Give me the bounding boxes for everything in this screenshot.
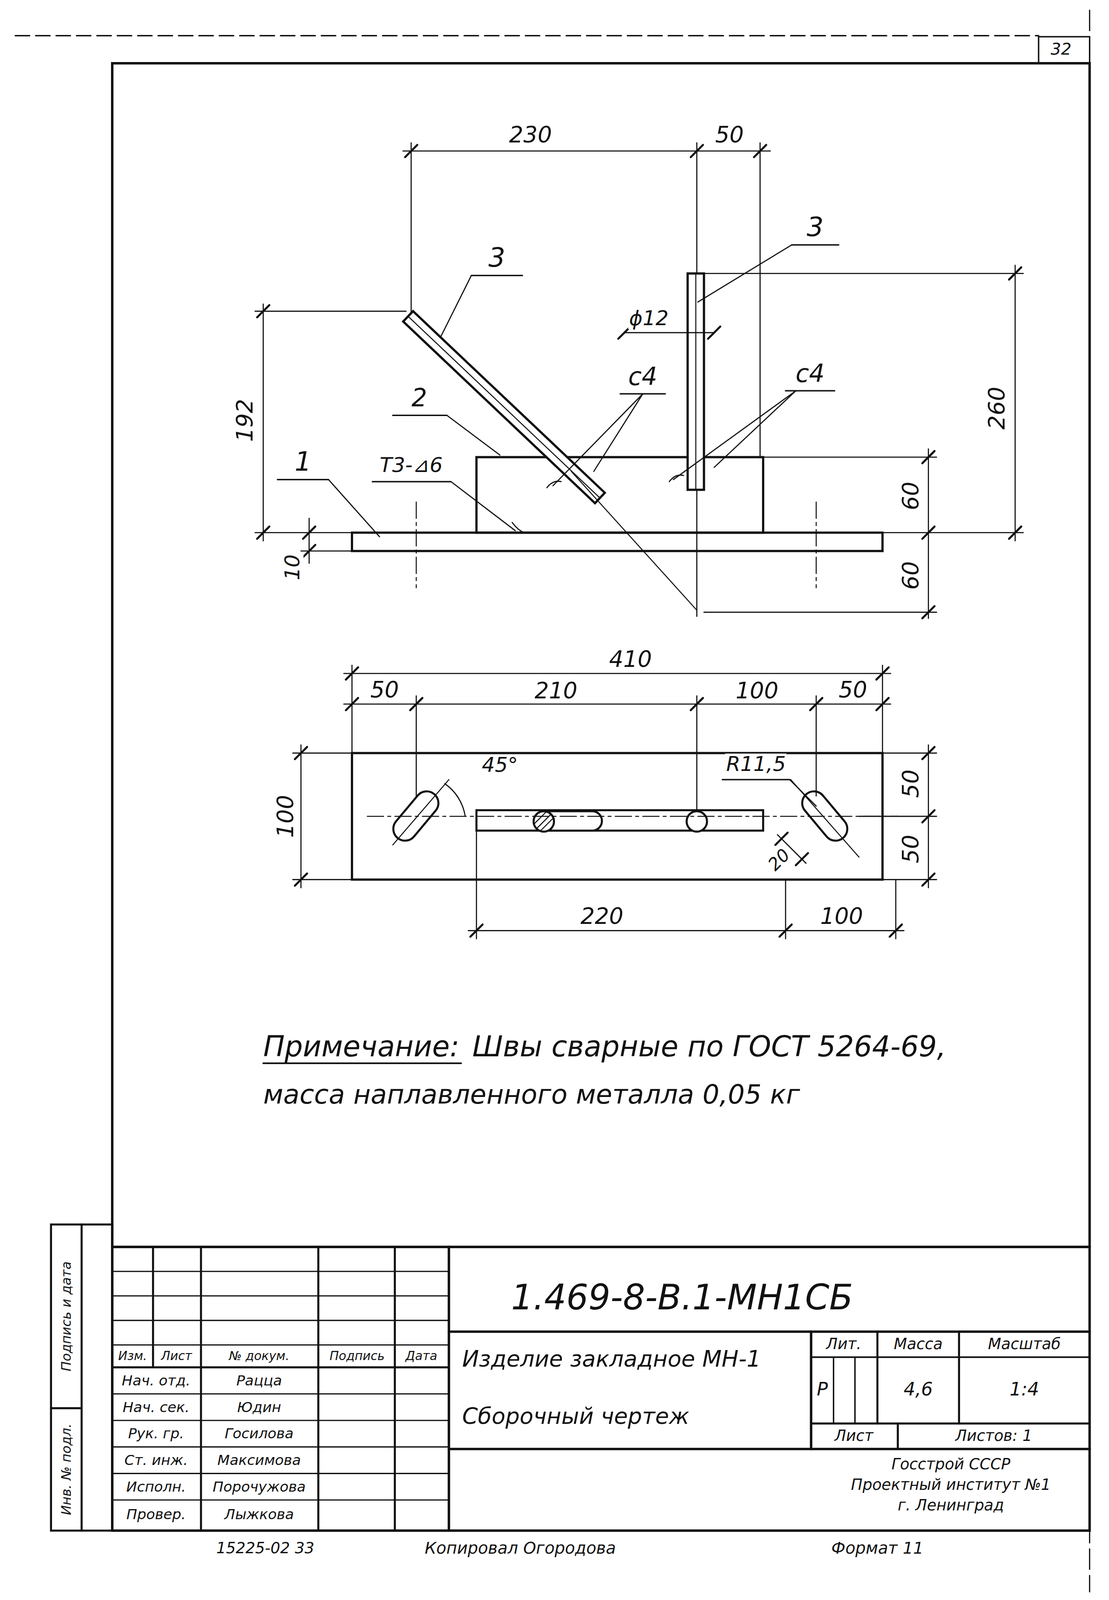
footer-text: 15225-02 33 [215,1540,316,1557]
table-header: Масштаб [987,1336,1062,1353]
organization: Госстрой СССР [890,1456,1012,1473]
table-header: Лист [159,1349,194,1362]
dimension: 10 [282,553,304,582]
footer-text: Копировал Огородова [423,1540,617,1558]
dimension: 260 [984,385,1009,431]
table-header: Листов: 1 [954,1428,1034,1445]
name-cell: Максимова [216,1452,302,1468]
drawing-code: 1.469-8-В.1-МН1СБ [509,1279,854,1316]
organization: Проектный институт №1 [849,1477,1052,1494]
dimension: 60 [899,560,923,591]
dimension: R11,5 [725,753,787,775]
dimension-tick [779,924,792,937]
callout-number: 3 [487,244,506,273]
dimension: 410 [608,647,654,671]
dimension-tick [346,667,359,680]
dimension: 210 [533,679,579,703]
role-cell: Ст. инж. [123,1452,189,1468]
table-header: Изм. [117,1349,149,1362]
dimension-tick [876,667,889,680]
weld-mark: с4 [627,364,659,391]
dimension: 20 [764,845,795,875]
table-header: Лит. [824,1336,863,1353]
table-header: Лист [833,1428,875,1445]
margin-label: Инв. № подл. [59,1422,74,1516]
dimension: ϕ12 [628,307,670,330]
dimension: 100 [273,793,298,839]
dimension: 50 [713,122,745,147]
margin-label: Подпись и дата [59,1260,74,1373]
note-text: масса наплавленного металла 0,05 кг [262,1080,801,1109]
name-cell: Порочужова [211,1479,307,1494]
table-header: № докум. [228,1349,291,1362]
role-cell: Нач. сек. [121,1399,191,1415]
callout-number: 3 [805,213,825,242]
dimension-tick [690,145,704,158]
dimension: 50 [837,677,869,702]
dimension-tick [922,746,935,759]
dimension-tick [876,697,889,711]
dimension-tick [256,304,270,318]
dimension-tick [922,526,935,539]
table-cell: 1:4 [1008,1379,1040,1400]
dimension-tick [775,832,788,845]
dimension-tick [922,606,935,619]
role-cell: Исполн. [125,1479,188,1494]
note-heading: Примечание: [262,1031,461,1062]
table-header: Масса [892,1336,944,1353]
dimension: 100 [734,679,780,703]
item-title: Изделие закладное МН-1 [460,1347,762,1371]
dimension-tick [470,924,483,937]
role-cell: Рук. гр. [127,1425,186,1441]
dimension-tick [795,852,808,866]
dimension-tick [810,697,823,711]
name-cell: Рацца [235,1372,284,1388]
dimension: 50 [899,833,923,865]
dimension-tick [922,873,935,886]
dimension: 50 [369,677,400,702]
dimension-tick [256,526,270,539]
name-cell: Юдин [235,1399,282,1415]
dimension: 100 [819,904,865,929]
dimension: 220 [579,904,625,929]
role-cell: Нач. отд. [121,1372,192,1388]
weld-mark: Т3-⊿6 [378,454,444,476]
dimension-tick [1008,267,1022,280]
note-text: Швы сварные по ГОСТ 5264-69, [471,1031,948,1062]
weld-mark: с4 [794,361,826,388]
dimension-tick [922,450,935,464]
dimension: 230 [508,122,554,147]
table-header: Подпись [328,1349,386,1362]
dimension-tick [405,145,418,158]
footer-text: Формат 11 [830,1540,925,1558]
item-title: Сборочный чертеж [460,1404,690,1428]
dimension-tick [302,544,316,558]
dimension: 50 [899,768,923,799]
name-cell: Госилова [223,1425,295,1441]
dimension: 192 [232,398,257,444]
dimension: 45° [480,754,519,777]
dimension-tick [690,697,704,711]
dimension-tick [294,746,308,759]
organization: г. Ленинград [896,1497,1006,1515]
dimension-tick [707,326,721,339]
dimension-tick [294,873,308,886]
dimension-tick [346,697,359,711]
table-header: Дата [404,1349,439,1362]
table-cell: 4,6 [902,1379,935,1400]
dimension-tick [410,697,423,711]
dimension-tick [753,145,766,158]
dimension-tick [302,526,316,539]
dimension-tick [1008,526,1022,539]
dimension-tick [922,810,935,823]
role-cell: Провер. [125,1506,188,1522]
callout-number: 2 [410,386,428,413]
dimension-tick [889,924,902,937]
callout-number: 1 [293,448,313,477]
sheet-number: 32 [1049,41,1073,59]
table-cell: Р [815,1379,829,1400]
dimension: 60 [899,480,923,512]
name-cell: Лыжкова [223,1506,295,1522]
